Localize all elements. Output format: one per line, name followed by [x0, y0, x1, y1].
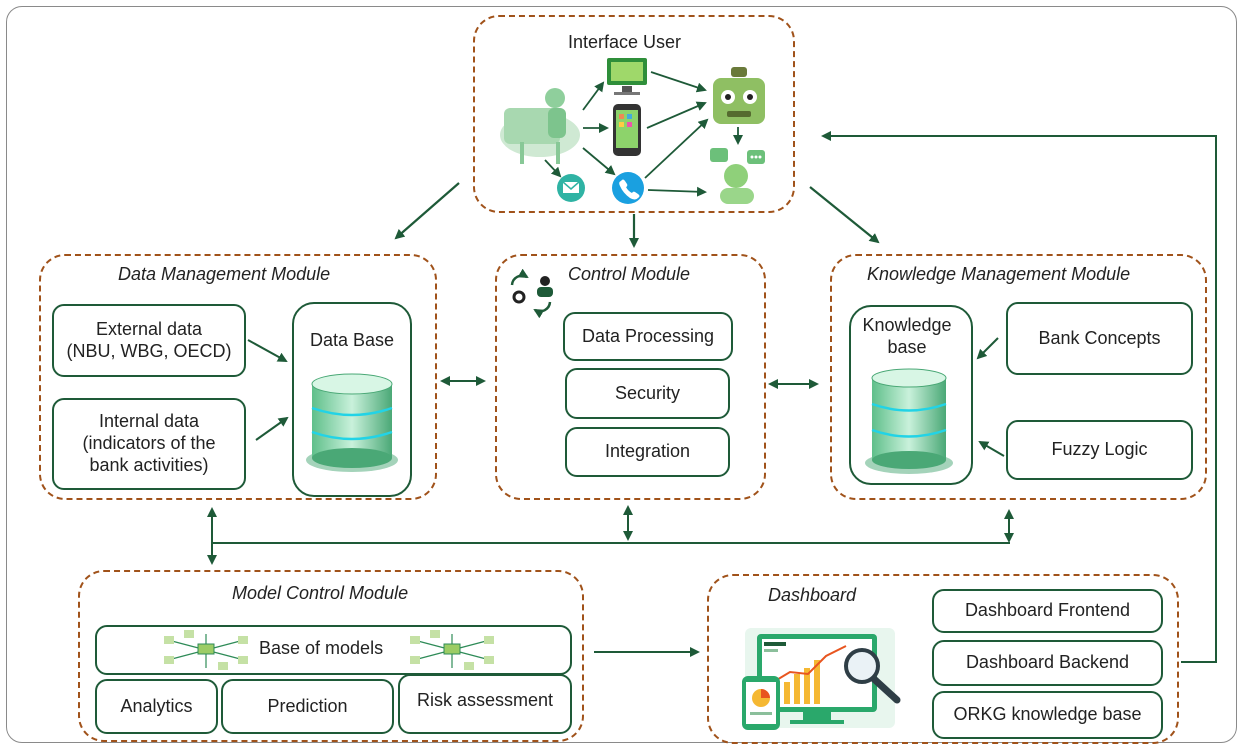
bank-concepts-box: Bank Concepts: [1006, 302, 1193, 375]
monitor-icon: [607, 58, 647, 95]
dashboard-analytics-illustration: [742, 628, 901, 730]
network-models-icon: [164, 630, 248, 670]
dashboard-frontend-box: Dashboard Frontend: [932, 589, 1163, 633]
robot-icon: [713, 67, 765, 124]
fuzzy-logic-box: Fuzzy Logic: [1006, 420, 1193, 480]
network-models-icon-2: [410, 630, 494, 670]
model-control-title: Model Control Module: [232, 583, 409, 603]
knowledge-management-title: Knowledge Management Module: [867, 264, 1131, 284]
knowledge-management-module: [830, 254, 1207, 500]
integration-box: Integration: [565, 427, 730, 477]
risk-assessment-box: Risk assessment: [398, 674, 572, 734]
data-management-title: Data Management Module: [118, 264, 331, 284]
person-at-laptop-icon: [500, 88, 580, 164]
dashboard-title: Dashboard: [768, 585, 857, 605]
security-box: Security: [565, 368, 730, 419]
analytics-box: Analytics: [95, 679, 218, 734]
knowledge-database-cylinder-icon: [865, 368, 953, 474]
external-data-box: External data (NBU, WBG, OECD): [52, 304, 246, 377]
interface-user-title: Interface User: [568, 32, 682, 52]
internal-data-box: Internal data (indicators of the bank ac…: [52, 398, 246, 490]
dashboard-backend-box: Dashboard Backend: [932, 640, 1163, 686]
dashboard-module: [707, 574, 1179, 744]
email-icon: [557, 174, 585, 202]
data-management-module: [39, 254, 437, 500]
control-title: Control Module: [568, 264, 691, 284]
base-of-models-box: [95, 625, 572, 675]
knowledge-base-label: Knowledge base: [862, 315, 952, 357]
orkg-knowledge-base-box: ORKG knowledge base: [932, 691, 1163, 739]
phone-call-icon: [612, 172, 644, 204]
diagram-frame: [6, 6, 1237, 743]
control-module: [495, 254, 766, 500]
smartphone-icon: [613, 104, 641, 156]
interface-user-module: [473, 15, 795, 213]
database-label: Data Base: [309, 330, 395, 350]
data-processing-box: Data Processing: [563, 312, 733, 361]
knowledge-base-panel: Knowledge base: [849, 305, 973, 485]
base-of-models-label: Base of models: [259, 638, 384, 658]
control-gears-person-icon: [510, 268, 553, 319]
database-cylinder-icon: [306, 373, 398, 472]
prediction-box: Prediction: [221, 679, 394, 734]
support-agent-icon: [710, 148, 765, 204]
model-control-module: [78, 570, 584, 742]
